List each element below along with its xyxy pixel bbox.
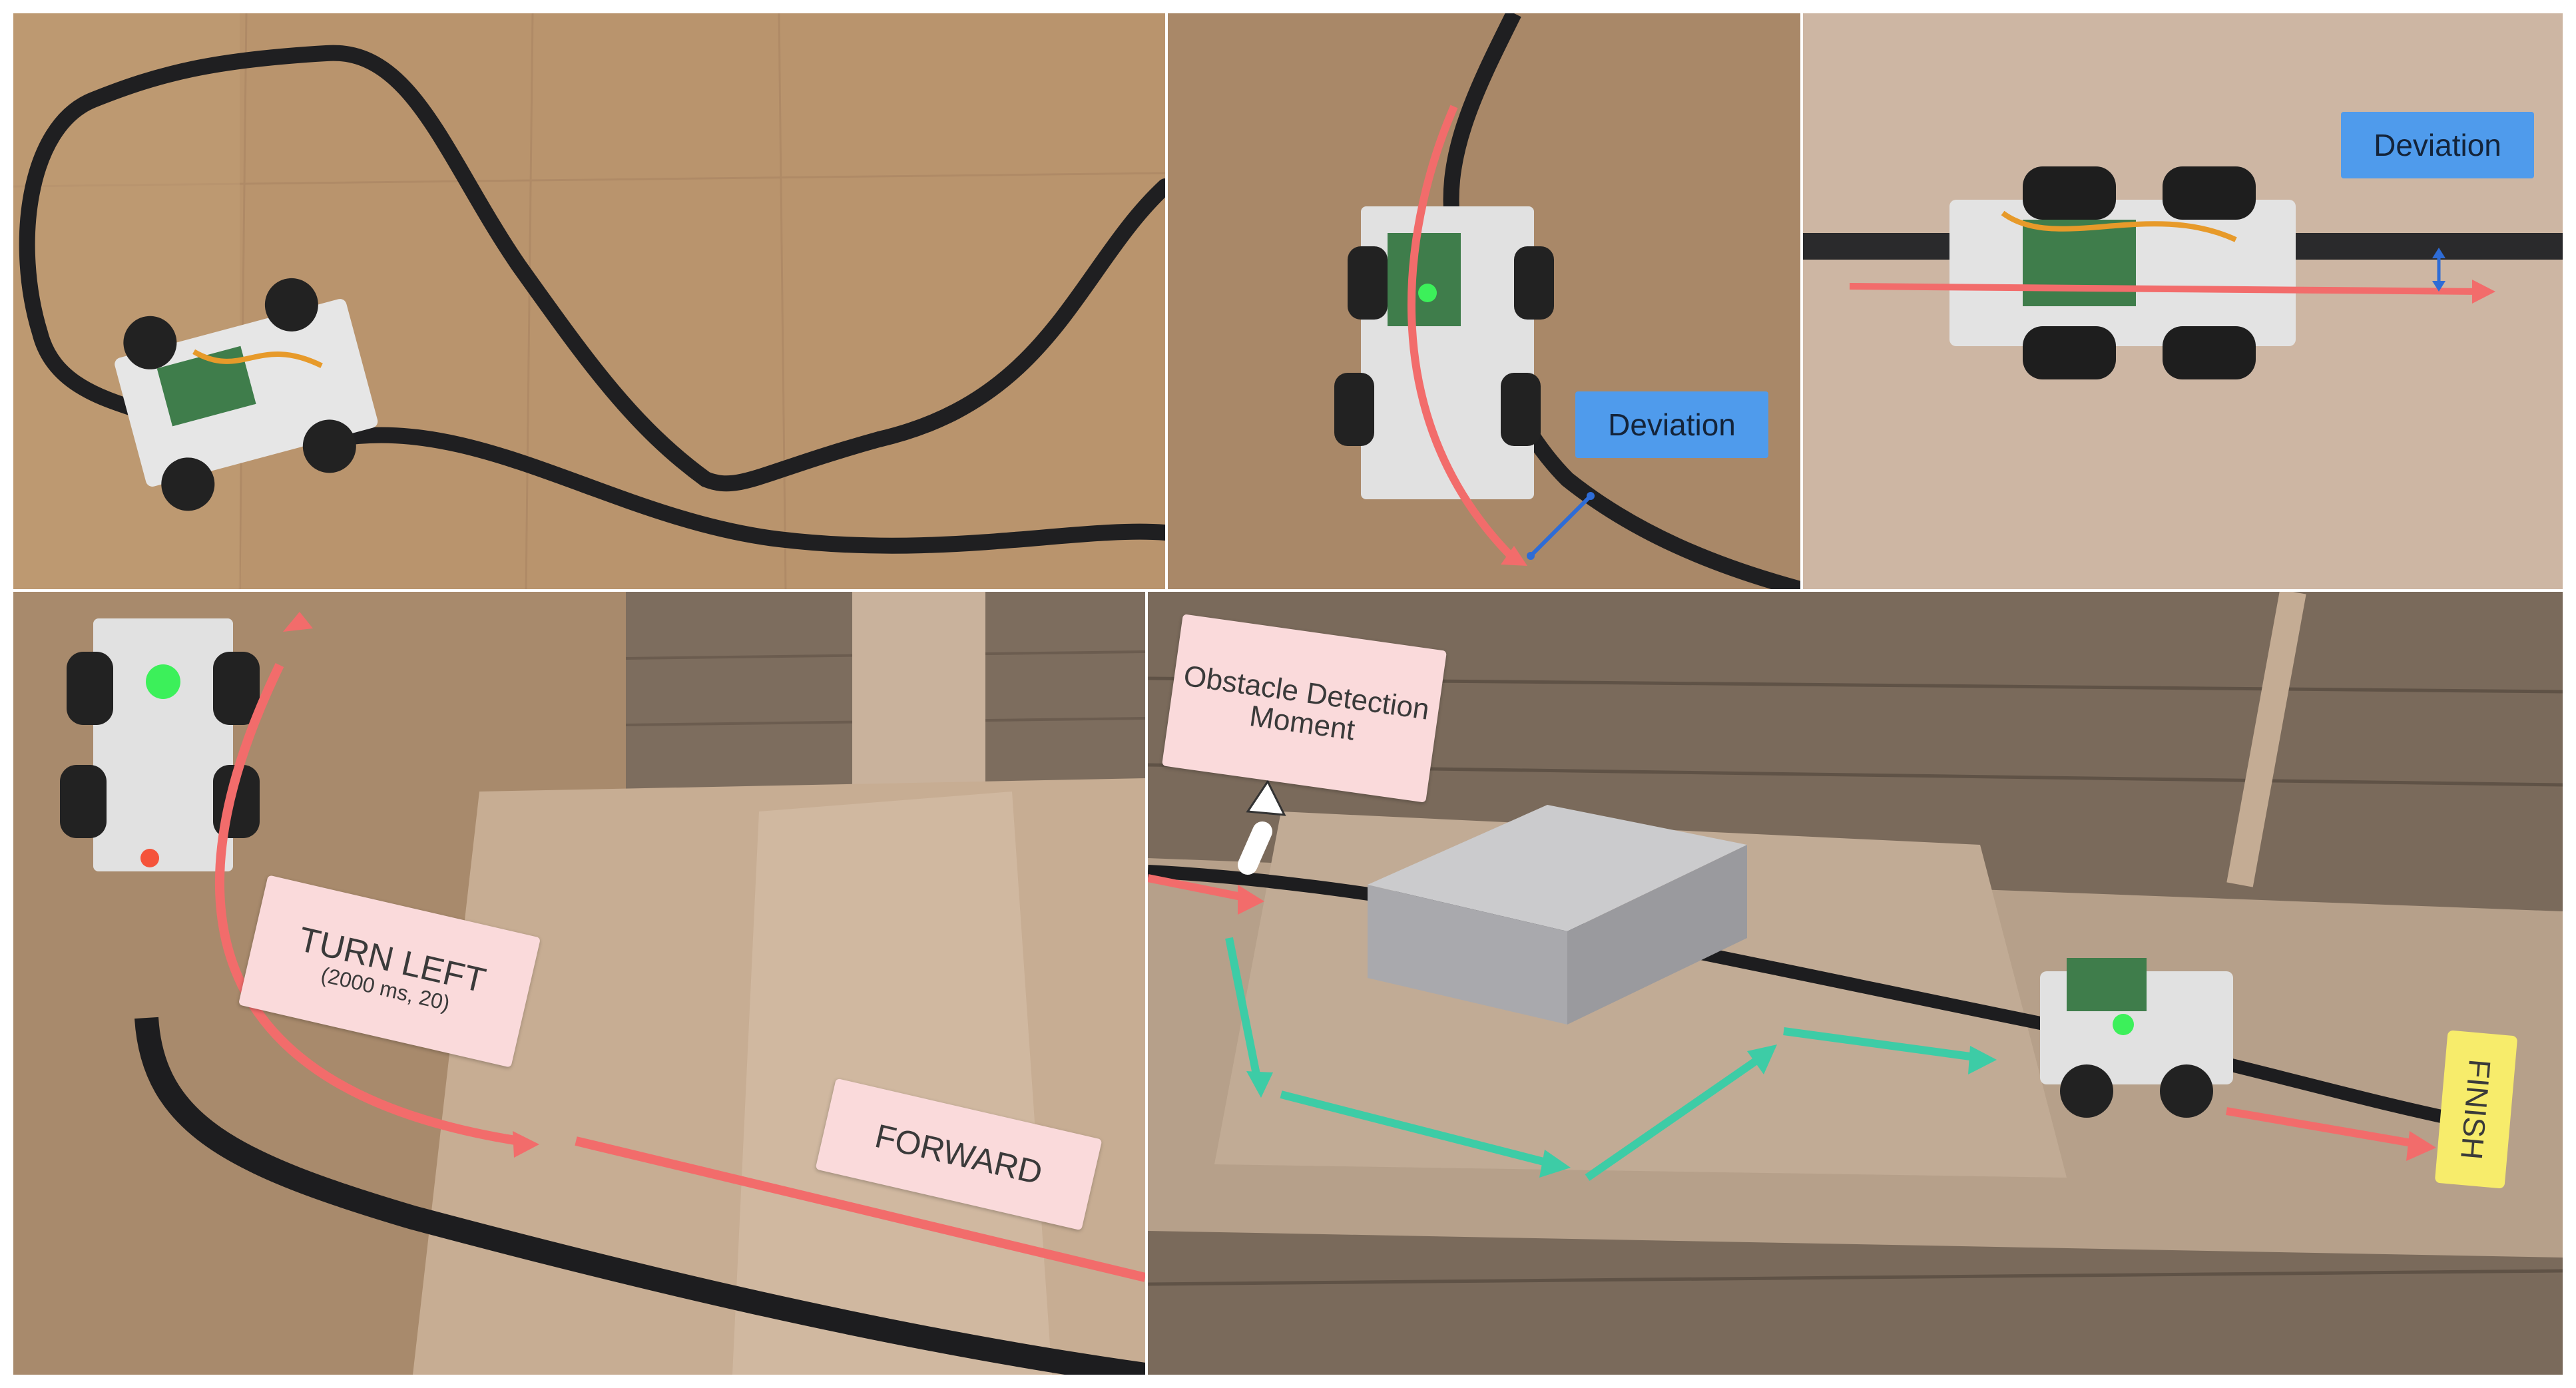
robot-car xyxy=(60,618,260,871)
photo-bottom-left: TURN LEFT (2000 ms, 20) FORWARD xyxy=(13,592,1145,1375)
deviation-label-right: Deviation xyxy=(2341,112,2534,178)
finish-text: FINISH xyxy=(2454,1058,2498,1161)
deviation-label-middle: Deviation xyxy=(1575,391,1768,458)
robot-car xyxy=(1334,206,1554,499)
photo-top-left xyxy=(13,13,1165,589)
robot-turn-left-photo xyxy=(13,592,1145,1375)
photo-top-middle: Deviation xyxy=(1168,13,1800,589)
shoebox-obstacle xyxy=(1368,805,1747,1025)
finish-label: FINISH xyxy=(2434,1030,2518,1189)
photo-bottom-right: Obstacle Detection Moment FINISH xyxy=(1148,592,2563,1375)
robot-car xyxy=(115,278,378,511)
robot-on-curvy-track-photo xyxy=(13,13,1165,589)
robot-straight-line-photo xyxy=(1803,13,2563,589)
robot-car xyxy=(2040,958,2233,1118)
photo-top-right: Deviation xyxy=(1803,13,2563,589)
robot-deviation-photo xyxy=(1168,13,1800,589)
